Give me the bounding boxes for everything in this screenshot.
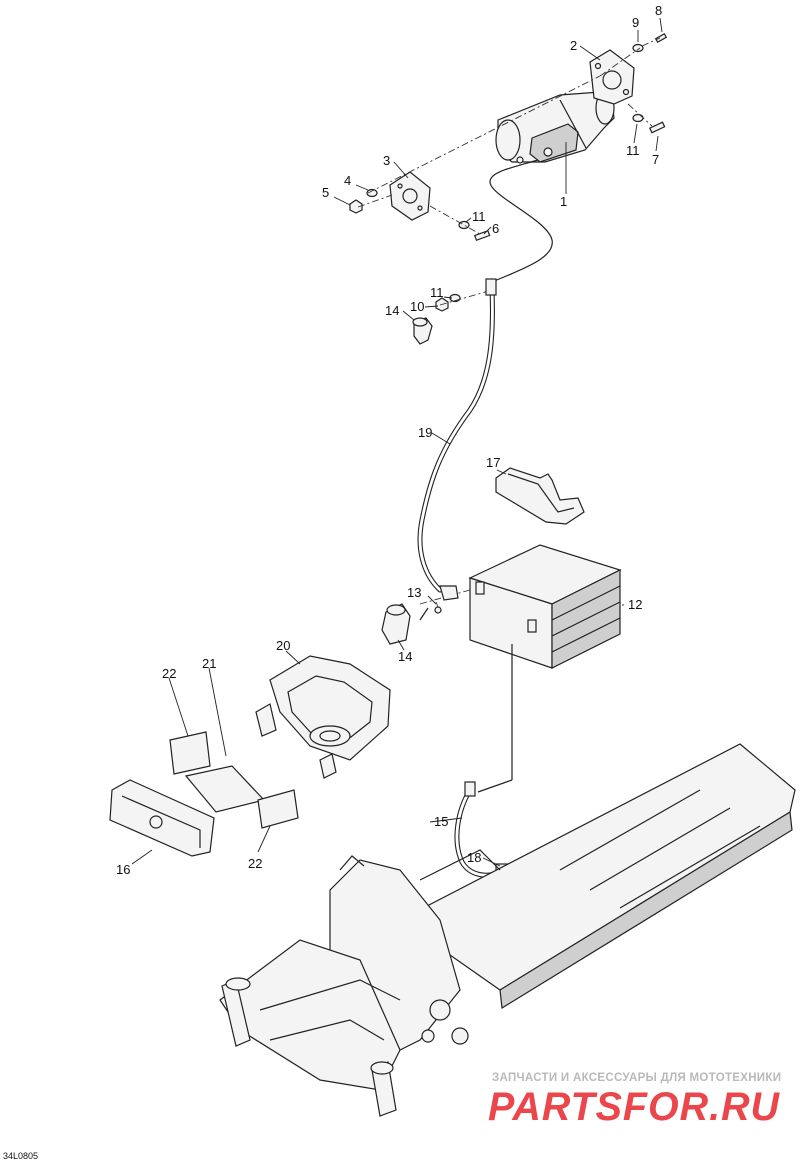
callout-14-top: 14 [385,303,399,318]
callout-16: 16 [116,862,130,877]
callout-2: 2 [570,38,577,53]
callout-11-top: 11 [626,143,640,158]
callout-13: 13 [407,585,421,600]
callout-labels: 1 2 3 4 5 6 7 8 9 10 11 11 11 12 13 14 1… [116,3,662,877]
callout-15: 15 [434,814,448,829]
battery-strap [495,467,585,525]
battery-foam [109,779,215,857]
starter-motor [495,91,615,164]
callout-7: 7 [652,152,659,167]
callout-1: 1 [560,194,567,209]
ground-cable [454,644,513,890]
watermark-tagline: ЗАПЧАСТИ И АКСЕССУАРЫ ДЛЯ МОТОТЕХНИКИ [492,1072,782,1084]
battery-bolt [419,606,442,621]
positive-cable [417,278,497,601]
callout-17: 17 [486,455,500,470]
watermark-logo: PARTSFOR.RU [488,1085,780,1128]
callout-22-bottom: 22 [248,856,262,871]
callout-20: 20 [276,638,290,653]
callout-18: 18 [467,850,481,865]
callout-leaders [131,17,663,867]
vehicle-frame [219,743,796,1117]
callout-3: 3 [383,153,390,168]
terminal-cover-top [412,317,433,345]
callout-8: 8 [655,3,662,18]
callout-4: 4 [344,173,351,188]
callout-11-middle: 11 [472,209,486,224]
callout-14-bottom: 14 [398,649,412,664]
callout-5: 5 [322,185,329,200]
drawing-code: 34L0805 [3,1151,39,1161]
battery-tray [255,655,391,779]
callout-6: 6 [492,221,499,236]
terminal-cover-bottom [381,603,411,645]
mount-bracket-rear [589,49,635,105]
battery [468,544,622,669]
callout-21: 21 [202,656,216,671]
callout-10: 10 [410,299,424,314]
callout-19: 19 [418,425,432,440]
callout-11-cable: 11 [430,285,444,300]
watermark-logo-text: PARTSFOR.RU [488,1085,780,1128]
callout-12: 12 [628,597,642,612]
callout-22-top: 22 [162,666,176,681]
callout-9: 9 [632,15,639,30]
starter-wire [489,159,553,283]
battery-pads [169,731,299,829]
